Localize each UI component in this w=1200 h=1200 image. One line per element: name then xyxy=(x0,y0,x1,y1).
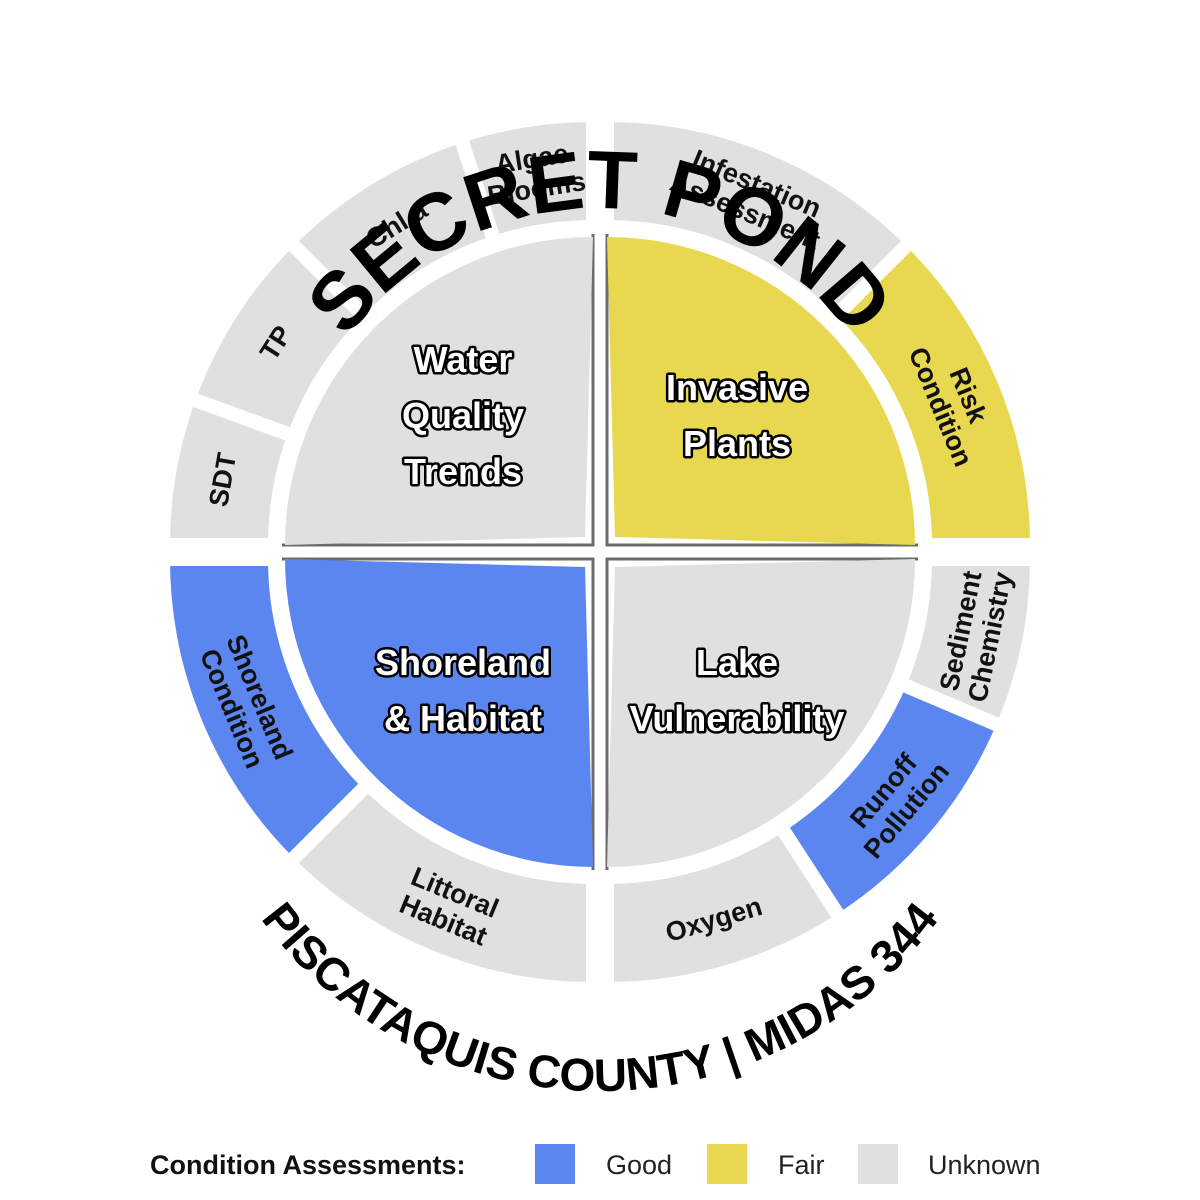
segment-sdt xyxy=(155,388,304,552)
legend-label-fair: Fair xyxy=(778,1150,825,1180)
segment-littoral-habitat xyxy=(279,773,600,997)
quadrant-lake xyxy=(607,559,915,867)
legend: Condition Assessments: Good Fair Unknown xyxy=(0,1140,1200,1190)
legend-label-good: Good xyxy=(606,1150,673,1180)
legend-swatch-unknown xyxy=(858,1144,898,1184)
quadrant-label-shoreland: Shoreland& Habitat xyxy=(375,642,551,739)
quadrant-water xyxy=(285,237,593,545)
segment-risk-condition xyxy=(821,231,1045,552)
quadrant-invasive xyxy=(607,237,915,545)
legend-swatch-fair xyxy=(707,1144,747,1184)
legend-label-unknown: Unknown xyxy=(928,1150,1041,1180)
segment-oxygen xyxy=(600,816,851,997)
legend-swatch-good xyxy=(535,1144,575,1184)
quadrant-shoreland xyxy=(285,559,593,867)
legend-title: Condition Assessments: xyxy=(150,1150,466,1180)
